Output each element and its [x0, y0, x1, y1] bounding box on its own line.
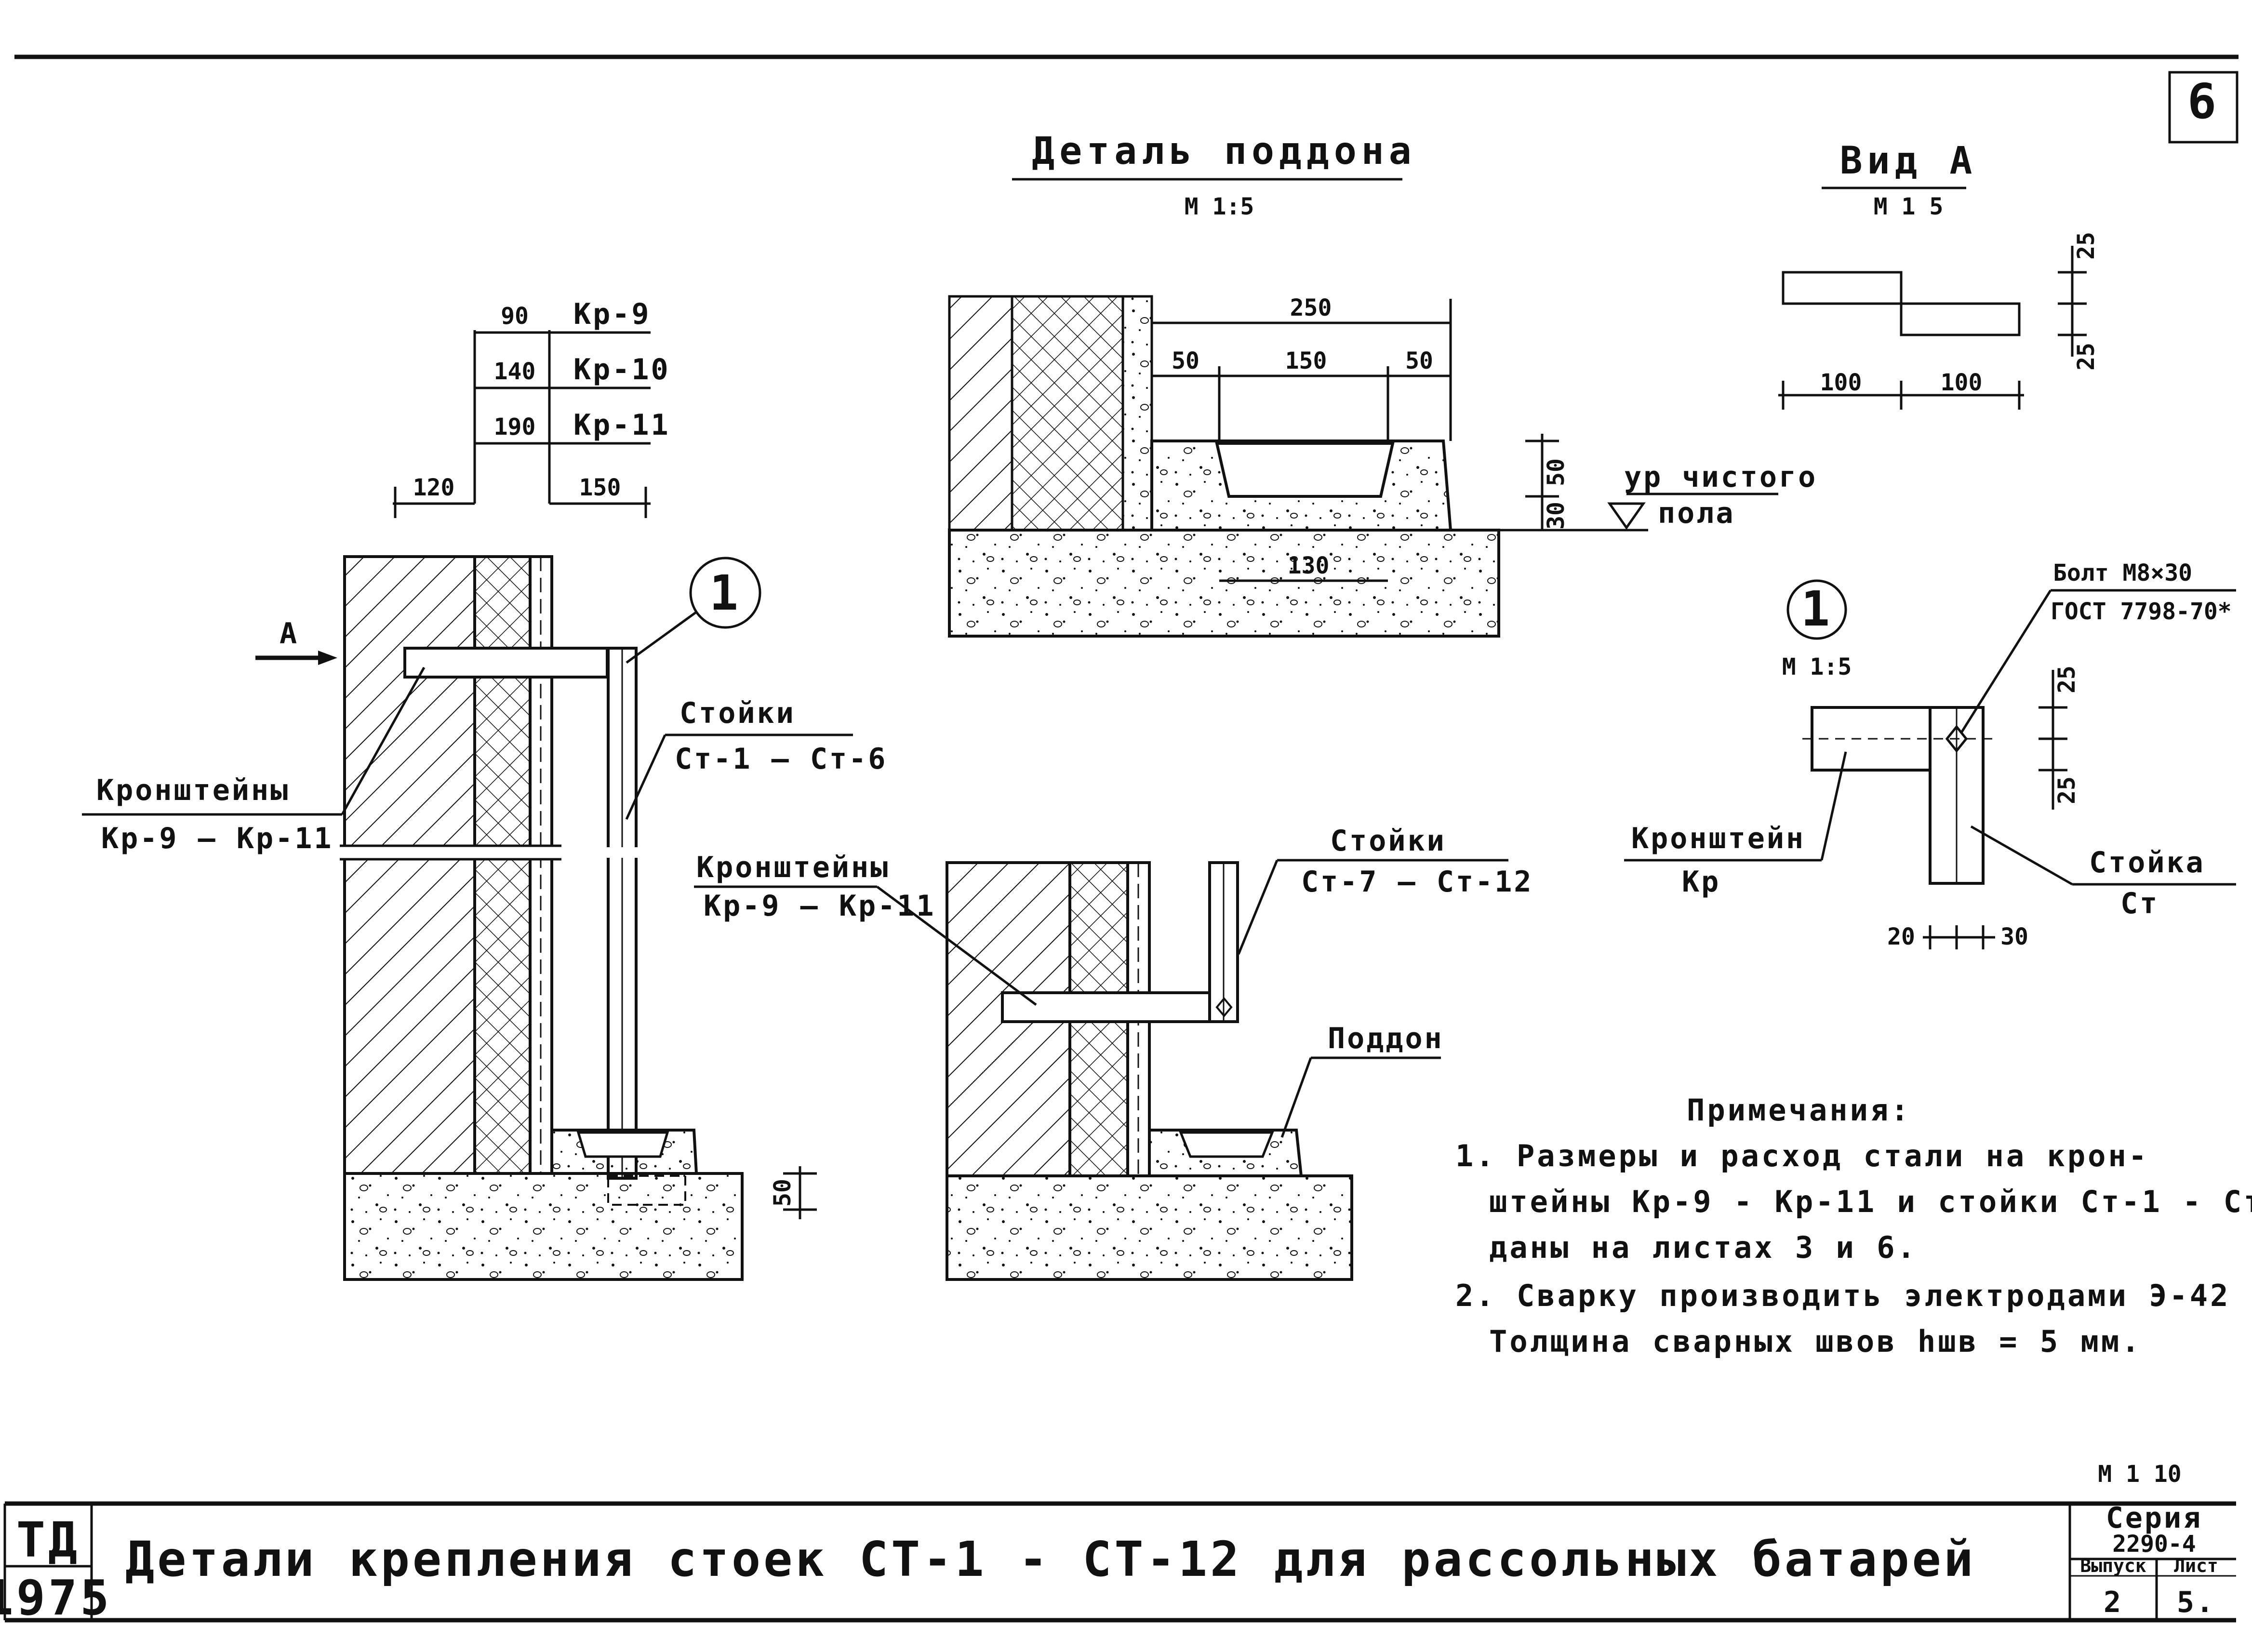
lower-floor-slab	[946, 1174, 1353, 1281]
lower-bracket	[1001, 991, 1226, 1023]
org-code: ТД	[16, 1512, 80, 1568]
title-block-scale: М 1 10	[2098, 1461, 2181, 1488]
node-1-circle	[1786, 579, 1847, 640]
pallet-detail-title: Деталь поддона	[1032, 130, 1416, 173]
view-a-dim-25-bottom: 25	[2073, 343, 2100, 371]
view-a-dim-100-left: 100	[1820, 369, 1862, 396]
dim-130: 130	[1288, 552, 1330, 579]
sheet-number: 6	[2187, 73, 2219, 130]
posts-range: Ст-1 — Ст-6	[675, 742, 887, 776]
dim-50-left: 50	[1172, 347, 1199, 374]
dim-30-vert: 30	[1543, 502, 1570, 530]
brackets-label: Кронштейны	[96, 773, 290, 807]
floor-label-1: ур чистого	[1624, 460, 1817, 494]
pallet-trough	[1215, 442, 1395, 498]
node-1: 1 М 1:5 Болт М8×30 ГОСТ 7798-70* 25 25 2…	[1624, 560, 2236, 950]
org-year: 1975	[0, 1570, 112, 1626]
label-kr10: Кр-10	[573, 353, 670, 386]
main-bracket	[403, 647, 609, 679]
view-a: Вид А М 1 5 100 100 25 25	[1778, 139, 2100, 410]
lower-posts-label: Стойки	[1330, 824, 1446, 858]
dim-140: 140	[494, 358, 536, 385]
bolt-mark	[1945, 724, 1968, 753]
sheet-label: Лист	[2174, 1555, 2218, 1576]
view-a-post-plate	[1900, 302, 2021, 336]
node-1-dim-25-top: 25	[2053, 666, 2080, 693]
notes-heading: Примечания:	[1687, 1092, 1911, 1128]
view-a-scale: М 1 5	[1874, 193, 1944, 220]
notes-line-5: Толщина сварных швов hшв = 5 мм.	[1489, 1324, 2142, 1359]
notes-line-3: даны на листах 3 и 6.	[1489, 1230, 1918, 1265]
node-1-dim-25-bottom: 25	[2053, 776, 2080, 804]
main-dims: 90 140 190 120 150 Кр-9 Кр-10 Кр-11 50	[393, 297, 817, 1219]
sheet-value: 5.	[2177, 1585, 2215, 1619]
view-a-dim-100-right: 100	[1941, 369, 1983, 396]
lower-posts-range: Ст-7 — Ст-12	[1301, 865, 1533, 899]
drawing-title: Детали крепления стоек СТ-1 - СТ-12 для …	[125, 1531, 1976, 1587]
floor-level-mark: ур чистого пола	[1499, 460, 1817, 532]
view-a-title: Вид А	[1840, 139, 1977, 183]
notes: Примечания: 1. Размеры и расход стали на…	[1455, 1092, 2252, 1359]
main-section: 90 140 190 120 150 Кр-9 Кр-10 Кр-11 50 А…	[82, 297, 887, 1281]
node-1-post-code: Ст	[2120, 887, 2159, 920]
sheet-frame: 6	[14, 54, 2239, 144]
dim-90: 90	[501, 303, 529, 330]
callout-1: 1	[709, 565, 741, 621]
floor-slab	[948, 529, 1500, 638]
lower-brackets-label: Кронштейны	[696, 851, 890, 884]
posts-label: Стойки	[680, 696, 796, 730]
brick-wall	[948, 295, 1013, 532]
pallet-detail: Деталь поддона М 1:5 250 50 150 50 130 5…	[948, 130, 1817, 638]
node-1-scale: М 1:5	[1782, 653, 1852, 680]
view-a-marker-label: А	[280, 617, 299, 651]
insulation-layer	[1011, 295, 1124, 532]
dim-250: 250	[1290, 294, 1332, 321]
node-1-bracket-label: Кронштейн	[1631, 822, 1805, 855]
pallet-dims: 250 50 150 50 130 50 30	[1152, 294, 1570, 582]
bolt-label-1: Болт М8×30	[2053, 560, 2192, 586]
notes-line-1: 1. Размеры и расход стали на крон-	[1455, 1138, 2149, 1173]
node-1-post-label: Стойка	[2089, 846, 2205, 879]
main-wall-break	[340, 846, 561, 859]
dim-190: 190	[494, 413, 536, 440]
main-floor-slab	[343, 1172, 744, 1281]
series-label: Серия	[2106, 1501, 2203, 1535]
pallet-label: Поддон	[1328, 1022, 1444, 1055]
node-1-bracket-code: Кр	[1682, 865, 1720, 899]
label-kr9: Кр-9	[573, 297, 651, 331]
dim-150: 150	[1285, 347, 1327, 374]
callout-1-circle	[689, 557, 761, 629]
view-a-bracket-plate	[1782, 271, 1903, 305]
floor-label-2: пола	[1658, 496, 1735, 530]
notes-line-4: 2. Сварку производить электродами Э-42	[1455, 1278, 2230, 1313]
dim-50-vert: 50	[1543, 458, 1570, 486]
dim-120: 120	[413, 474, 455, 501]
pallet-detail-scale: М 1:5	[1185, 193, 1254, 220]
issue-value: 2	[2104, 1585, 2123, 1619]
node-1-callout: 1	[1801, 581, 1833, 637]
dim-50-right: 50	[1405, 347, 1433, 374]
view-a-marker: А	[255, 617, 337, 665]
dim-150: 150	[579, 474, 621, 501]
issue-label: Выпуск	[2080, 1555, 2146, 1576]
node-1-dim-20: 20	[1887, 923, 1915, 950]
bolt-label-2: ГОСТ 7798-70*	[2051, 598, 2232, 625]
lower-brackets-range: Кр-9 — Кр-11	[704, 889, 935, 923]
lower-section: Кронштейны Кр-9 — Кр-11 Стойки Ст-7 — Ст…	[694, 824, 1533, 1281]
plaster-layer	[1121, 295, 1153, 532]
dim-50-main: 50	[769, 1179, 796, 1207]
series-value: 2290-4	[2112, 1531, 2196, 1558]
view-a-dim-25-top: 25	[2073, 232, 2100, 260]
label-kr11: Кр-11	[573, 408, 670, 442]
main-post-break	[602, 847, 642, 858]
notes-line-2: штейны Кр-9 - Кр-11 и стойки Ст-1 - Ст-6	[1489, 1184, 2252, 1219]
title-block: М 1 10 ТД 1975 Детали крепления стоек СТ…	[0, 1461, 2236, 1626]
node-1-dim-30: 30	[2000, 923, 2028, 950]
sheet-number-box	[2168, 71, 2239, 144]
brackets-range: Кр-9 — Кр-11	[101, 822, 333, 855]
